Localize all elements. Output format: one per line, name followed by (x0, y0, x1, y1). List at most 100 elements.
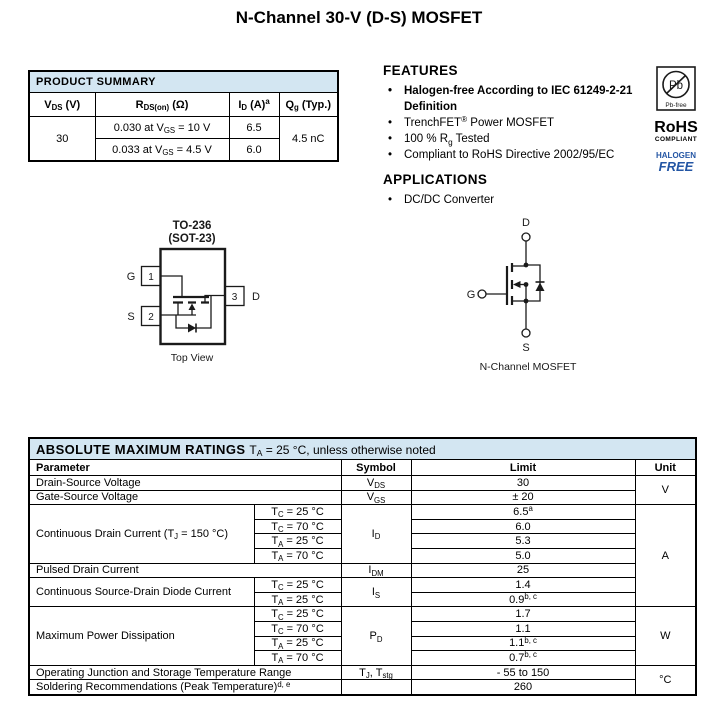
gate-lead: G (467, 289, 507, 301)
symbol-cell (340, 679, 412, 696)
condition-cell: TA = 25 °C (253, 635, 342, 652)
pin-3: 3 D (224, 285, 260, 307)
list-item: TrenchFET® Power MOSFET (383, 115, 653, 131)
limit-cell: 30 (410, 475, 636, 491)
parameter-cell: Continuous Source-Drain Diode Current (28, 577, 255, 608)
internal-mosfet-drawing (160, 275, 225, 333)
table-row: 30 0.030 at VGS = 10 V 6.5 4.5 nC (28, 116, 339, 162)
body-diode-branch (526, 264, 545, 302)
features-title: FEATURES (383, 63, 458, 78)
table-row: Pulsed Drain Current IDM 25 (28, 562, 696, 579)
pin-2: 2 S (127, 305, 162, 327)
product-summary-title-row: PRODUCT SUMMARY (28, 70, 339, 93)
parameter-cell: Pulsed Drain Current (28, 562, 342, 579)
abs-header-limit: Limit (410, 459, 636, 476)
limit-cell: 6.5a (410, 504, 636, 520)
limit-cell: 25 (410, 562, 636, 579)
drain-label: D (522, 217, 530, 229)
symbol-cell: ID (340, 504, 412, 564)
pb-text: Pb (669, 80, 683, 92)
package-diagram: TO-236 (SOT-23) 1 G 2 S 3 D (127, 220, 260, 364)
package-caption: Top View (171, 352, 214, 364)
limit-cell: ± 20 (410, 489, 636, 506)
condition-cell: TA = 70 °C (253, 547, 342, 564)
rohs-label: RoHS (654, 119, 698, 136)
condition-cell: TC = 25 °C (253, 577, 342, 593)
condition-cell: TC = 70 °C (253, 620, 342, 637)
halogen-label: HALOGEN (656, 151, 696, 160)
table-row: Drain-Source Voltage VDS 30 V (28, 474, 697, 506)
ps-rdson-value: 0.033 at VGS = 4.5 V (94, 138, 230, 162)
limit-cell: 0.7b, c (410, 650, 636, 666)
body-diode-icon (535, 282, 545, 291)
applications-list: DC/DC Converter (383, 192, 653, 208)
features-section: FEATURES Halogen-free According to IEC 6… (383, 63, 653, 208)
condition-cell: TC = 25 °C (253, 606, 342, 622)
package-subtitle: (SOT-23) (168, 233, 215, 245)
source-label: S (522, 342, 529, 354)
limit-cell: 0.9b, c (410, 591, 636, 608)
pin-3-label: D (252, 291, 260, 303)
mosfet-symbol-caption: N-Channel MOSFET (480, 361, 577, 373)
pb-free-icon: Pb Pb-free (656, 66, 696, 111)
ps-rdson-value: 0.030 at VGS = 10 V (94, 116, 230, 139)
page-title: N-Channel 30-V (D-S) MOSFET (235, 8, 483, 27)
ps-header-rdson: RDS(on) (Ω) (94, 92, 230, 117)
ps-header-vds: VDS (V) (28, 92, 96, 117)
table-row: Continuous Source-Drain Diode Current TC… (28, 577, 696, 608)
symbol-cell: VGS (340, 489, 412, 506)
pin-1-label: G (127, 271, 136, 283)
parameter-cell: Maximum Power Dissipation (28, 606, 255, 666)
pin-1-number: 1 (148, 272, 154, 283)
ps-vds-value: 30 (28, 116, 96, 162)
mosfet-symbol-diagram: D G S N-Channel MOSFET (467, 217, 577, 373)
limit-cell: 5.0 (410, 547, 636, 564)
limit-cell: - 55 to 150 (410, 664, 636, 681)
applications-title: APPLICATIONS (383, 172, 488, 187)
symbol-cell: IDM (340, 562, 412, 579)
unit-cell: °C (634, 664, 697, 696)
table-row: Continuous Drain Current (TJ = 150 °C) T… (28, 504, 697, 608)
abs-header-row: Parameter Symbol Limit Unit (28, 459, 697, 476)
package-title: TO-236 (173, 220, 212, 232)
symbol-cell: TJ, Tstg (340, 664, 412, 681)
list-item: Compliant to RoHS Directive 2002/95/EC (383, 147, 653, 163)
body-diode-icon (188, 323, 196, 333)
condition-cell: TC = 25 °C (253, 504, 342, 520)
limit-cell: 1.7 (410, 606, 636, 622)
abs-title-cell: ABSOLUTE MAXIMUM RATINGS TA = 25 °C, unl… (28, 437, 697, 460)
abs-title-note: TA = 25 °C, unless otherwise noted (249, 442, 436, 459)
unit-cell: W (634, 606, 697, 666)
condition-cell: TA = 70 °C (253, 650, 342, 666)
ps-header-id: ID (A)a (228, 92, 280, 117)
table-row: Maximum Power Dissipation TC = 25 °C PD … (28, 606, 697, 666)
parameter-cell: Continuous Drain Current (TJ = 150 °C) (28, 504, 255, 564)
pb-free-text: Pb-free (665, 102, 687, 109)
ps-qg-value: 4.5 nC (278, 116, 339, 162)
table-row: TA = 25 °C 1.1b, c (29, 635, 696, 652)
product-summary-table: PRODUCT SUMMARY VDS (V) RDS(on) (Ω) ID (… (28, 70, 339, 162)
limit-cell: 1.1 (410, 620, 636, 637)
pin-2-label: S (127, 311, 134, 323)
limit-cell: 1.4 (410, 577, 636, 593)
ps-header-qg: Qg (Typ.) (278, 92, 339, 117)
parameter-cell: Gate-Source Voltage (28, 489, 342, 506)
table-row: TC = 70 °C 1.1 (29, 620, 696, 637)
halogen-free-label: FREE (658, 159, 694, 174)
parameter-cell: Operating Junction and Storage Temperatu… (28, 664, 342, 681)
symbol-cell: VDS (340, 475, 412, 491)
ps-id-value: 6.0 (228, 138, 280, 162)
pin-1: 1 G (127, 265, 162, 287)
rohs-compliant-label: COMPLIANT (654, 136, 698, 143)
abs-header-symbol: Symbol (340, 459, 412, 476)
list-item: 100 % Rg Tested (383, 131, 653, 147)
features-list: Halogen-free According to IEC 61249-2-21… (383, 83, 653, 163)
gate-label: G (467, 289, 476, 301)
condition-cell: TA = 25 °C (253, 591, 342, 608)
abs-header-parameter: Parameter (28, 459, 342, 476)
limit-cell: 1.1b, c (410, 635, 636, 652)
ps-id-value: 6.5 (228, 116, 280, 139)
limit-cell: 260 (410, 679, 636, 696)
table-row: Soldering Recommendations (Peak Temperat… (28, 679, 696, 696)
abs-title-row: ABSOLUTE MAXIMUM RATINGS TA = 25 °C, unl… (28, 437, 697, 460)
